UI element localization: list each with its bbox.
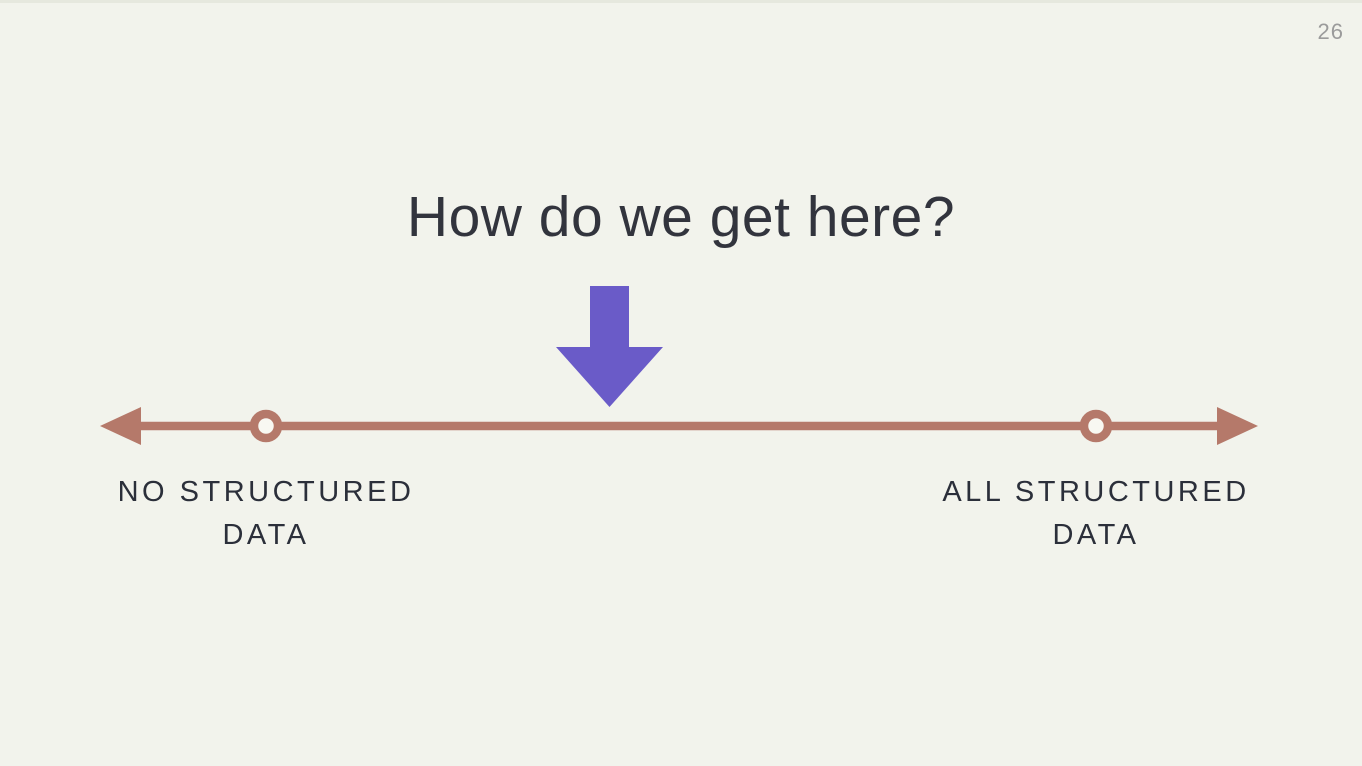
- spectrum-line-diagram: [100, 407, 1258, 445]
- left-spectrum-label-line1: NO STRUCTURED: [117, 476, 415, 508]
- right-arrowhead-icon: [1217, 407, 1258, 445]
- page-number: 26: [1317, 19, 1344, 44]
- left-spectrum-label: NO STRUCTURED DATA: [66, 471, 466, 557]
- left-spectrum-label-line2: DATA: [222, 518, 310, 551]
- down-arrow-icon: [556, 286, 663, 407]
- right-marker-dot-icon: [1079, 409, 1113, 443]
- left-arrowhead-icon: [100, 407, 141, 445]
- slide-title: How do we get here?: [406, 185, 956, 249]
- right-spectrum-label-line1: ALL STRUCTURED: [942, 476, 1250, 508]
- right-spectrum-label-line2: DATA: [1052, 518, 1140, 551]
- left-marker-dot-icon: [249, 409, 283, 443]
- right-spectrum-label: ALL STRUCTURED DATA: [896, 471, 1296, 557]
- down-arrow-shape: [556, 286, 663, 407]
